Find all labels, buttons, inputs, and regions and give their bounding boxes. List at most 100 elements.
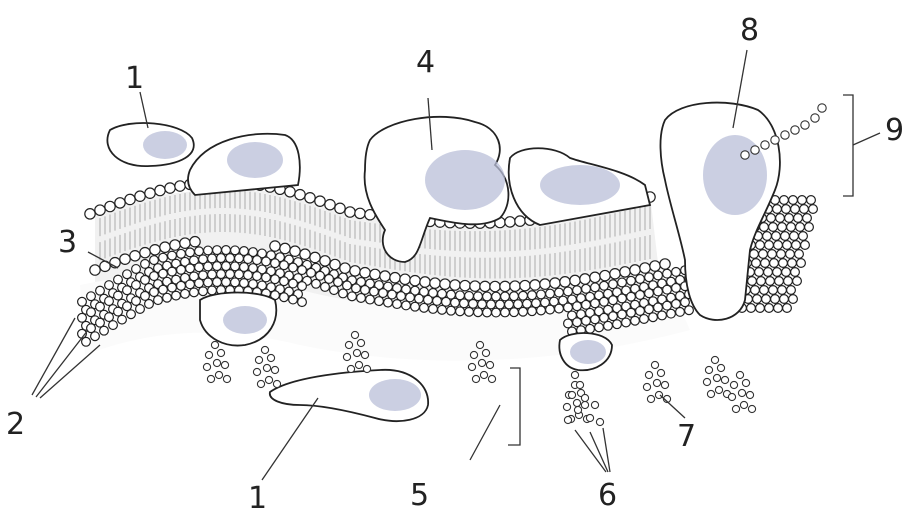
phospholipid-head <box>280 277 289 286</box>
sugar-unit <box>591 401 598 408</box>
phospholipid-head <box>627 292 636 301</box>
phospholipid-head <box>397 292 406 301</box>
phospholipid-head <box>360 267 370 277</box>
phospholipid-head <box>645 305 654 314</box>
phospholipid-head <box>663 301 672 310</box>
phospholipid-head <box>609 280 618 289</box>
phospholipid-head <box>809 205 818 214</box>
phospholipid-head <box>640 315 649 324</box>
label-9: 9 <box>885 113 904 148</box>
phospholipid-head <box>505 300 514 309</box>
phospholipid-head <box>685 306 694 315</box>
phospholipid-head <box>762 295 771 304</box>
phospholipid-head <box>560 277 570 287</box>
label-7: 7 <box>677 419 696 454</box>
phospholipid-head <box>433 297 442 306</box>
sugar-unit <box>801 121 809 129</box>
phospholipid-head <box>618 294 627 303</box>
phospholipid-head <box>650 261 660 271</box>
phospholipid-head <box>667 309 676 318</box>
sugar-unit <box>215 371 222 378</box>
phospholipid-head <box>400 274 410 284</box>
phospholipid-head <box>316 271 325 280</box>
sugar-unit <box>488 375 495 382</box>
phospholipid-head <box>141 276 150 285</box>
sugar-unit <box>476 341 483 348</box>
sugar-unit <box>343 353 350 360</box>
phospholipid-head <box>590 272 600 282</box>
phospholipid-head <box>271 275 280 284</box>
phospholipid-head <box>335 203 345 213</box>
phospholipid-head <box>469 299 478 308</box>
phospholipid-head <box>627 276 636 285</box>
phospholipid-head <box>600 297 609 306</box>
phospholipid-head <box>555 288 564 297</box>
sugar-unit <box>707 390 714 397</box>
phospholipid-head <box>807 196 816 205</box>
phospholipid-head <box>771 295 780 304</box>
phospholipid-head <box>636 275 645 284</box>
phospholipid-head <box>85 209 95 219</box>
phospholipid-head <box>490 281 500 291</box>
phospholipid-head <box>190 237 200 247</box>
phospholipid-head <box>109 321 118 330</box>
phospholipid-head <box>478 300 487 309</box>
phospholipid-head <box>160 242 170 252</box>
phospholipid-head <box>298 266 307 275</box>
phospholipid-head <box>312 279 321 288</box>
phospholipid-head <box>366 295 375 304</box>
phospholipid-head <box>168 283 177 292</box>
phospholipid-head <box>769 223 778 232</box>
phospholipid-head <box>132 297 141 306</box>
phospholipid-head <box>217 254 226 263</box>
phospholipid-head <box>159 285 168 294</box>
phospholipid-head <box>132 281 141 290</box>
phospholipid-head <box>620 267 630 277</box>
phospholipid-head <box>779 259 788 268</box>
phospholipid-head <box>204 246 213 255</box>
sugar-unit <box>761 141 769 149</box>
phospholipid-head <box>289 279 298 288</box>
sugar-unit <box>717 364 724 371</box>
sugar-unit <box>732 405 739 412</box>
phospholipid-head <box>564 319 573 328</box>
phospholipid-head <box>595 323 604 332</box>
phospholipid-head <box>773 268 782 277</box>
phospholipid-head <box>778 286 787 295</box>
phospholipid-head <box>330 286 339 295</box>
phospholipid-head <box>600 281 609 290</box>
phospholipid-head <box>270 241 280 251</box>
phospholipid-head <box>640 263 650 273</box>
sugar-unit <box>345 341 352 348</box>
phospholipid-head <box>786 250 795 259</box>
phospholipid-head <box>213 262 222 271</box>
phospholipid-head <box>289 295 298 304</box>
sugar-unit <box>643 383 650 390</box>
phospholipid-head <box>672 283 681 292</box>
phospholipid-head <box>190 288 199 297</box>
sugar-unit <box>351 331 358 338</box>
phospholipid-head <box>159 269 168 278</box>
phospholipid-head <box>591 283 600 292</box>
phospholipid-head <box>582 300 591 309</box>
phospholipid-head <box>663 269 672 278</box>
sugar-unit <box>564 416 571 423</box>
phospholipid-head <box>789 196 798 205</box>
phospholipid-head <box>783 304 792 313</box>
sugar-unit <box>748 405 755 412</box>
phospholipid-head <box>355 208 365 218</box>
sugar-unit <box>738 389 745 396</box>
phospholipid-head <box>130 251 140 261</box>
phospholipid-head <box>747 304 756 313</box>
sugar-unit <box>730 381 737 388</box>
phospholipid-head <box>285 187 295 197</box>
phospholipid-head <box>505 217 515 227</box>
phospholipid-head <box>776 214 785 223</box>
phospholipid-head <box>774 304 783 313</box>
phospholipid-head <box>783 241 792 250</box>
phospholipid-head <box>470 281 480 291</box>
phospholipid-head <box>390 273 400 283</box>
sugar-unit <box>207 375 214 382</box>
sugar-unit <box>470 351 477 358</box>
